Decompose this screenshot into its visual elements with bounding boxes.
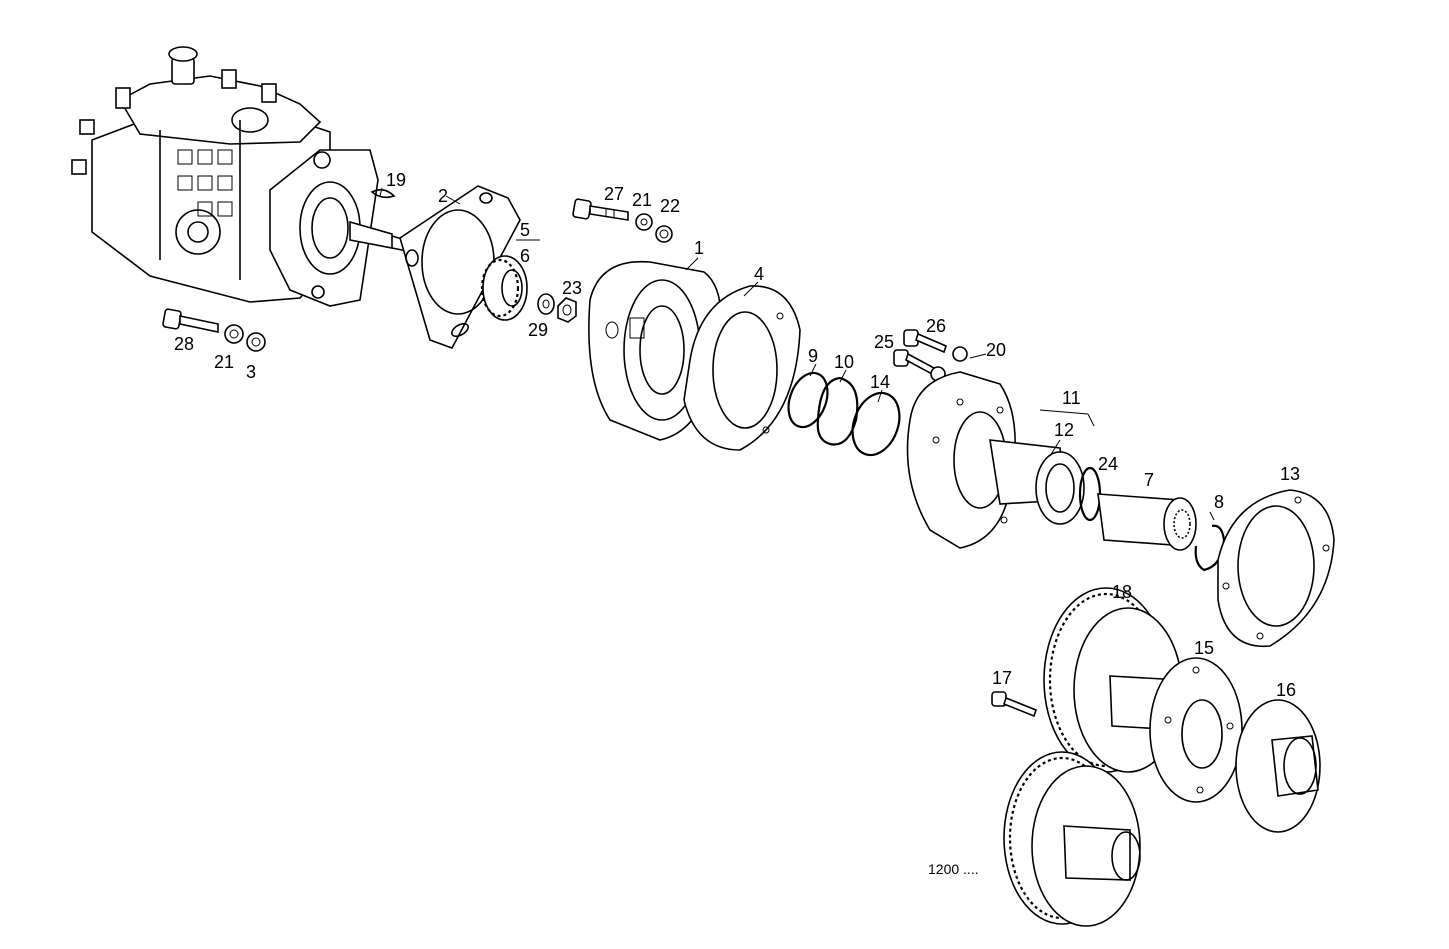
washer-21b [224,324,244,344]
bolt-25 [893,349,935,376]
callout-12: 12 [1054,420,1074,440]
callout-26: 26 [926,316,946,336]
washer-20a [952,346,968,362]
callout-22: 22 [660,196,680,216]
callout-21-lower: 21 [214,352,234,372]
callout-24: 24 [1098,454,1118,474]
callout-19: 19 [386,170,406,190]
callout-16: 16 [1276,680,1296,700]
callout-28: 28 [174,334,194,354]
flange-15 [1149,657,1243,803]
callout-23: 23 [562,278,582,298]
callout-15: 15 [1194,638,1214,658]
gasket-plate [399,185,521,349]
callout-8: 8 [1214,492,1224,512]
bolt-28 [162,308,219,333]
washer-3 [246,332,266,352]
bearing-12 [1035,451,1085,525]
callout-11: 11 [1062,388,1081,408]
callout-29: 29 [528,320,548,340]
cover-plate-13 [1217,489,1335,648]
pinion-gear [480,255,528,321]
callout-2: 2 [438,186,448,206]
callout-4: 4 [754,264,764,284]
ring-9 [787,371,829,429]
callout-10: 10 [834,352,854,372]
washer-22 [655,225,673,243]
callout-25: 25 [874,332,894,352]
bearing-housing-11 [906,371,1067,549]
callout-9: 9 [808,346,818,366]
sleeve-7 [1097,493,1197,551]
washer-29 [537,293,555,315]
callout-3: 3 [246,362,256,382]
leader-lines [379,187,1215,521]
nut-23 [557,297,577,323]
bolt-17 [991,691,1037,718]
callout-20: 20 [986,340,1006,360]
bolt-27 [572,198,629,221]
callout-1: 1 [694,238,704,258]
injection-pump [71,46,413,307]
washer-21a [635,213,653,231]
lower-gear-1200 [1003,751,1141,927]
callout-17: 17 [992,668,1012,688]
callout-7: 7 [1144,470,1154,490]
callout-21-upper: 21 [632,190,652,210]
callout-13: 13 [1280,464,1300,484]
callout-14: 14 [870,372,890,392]
bolt-26 [903,329,947,354]
flange-16 [1235,699,1321,833]
callout-27: 27 [604,184,624,204]
plate-4 [683,285,801,451]
callout-5: 5 [520,220,530,240]
callout-18: 18 [1112,582,1132,602]
callout-1200: 1200 .... [928,861,979,877]
oval-ring-10 [816,376,859,446]
callout-6: 6 [520,246,530,266]
ring-14 [851,391,901,457]
